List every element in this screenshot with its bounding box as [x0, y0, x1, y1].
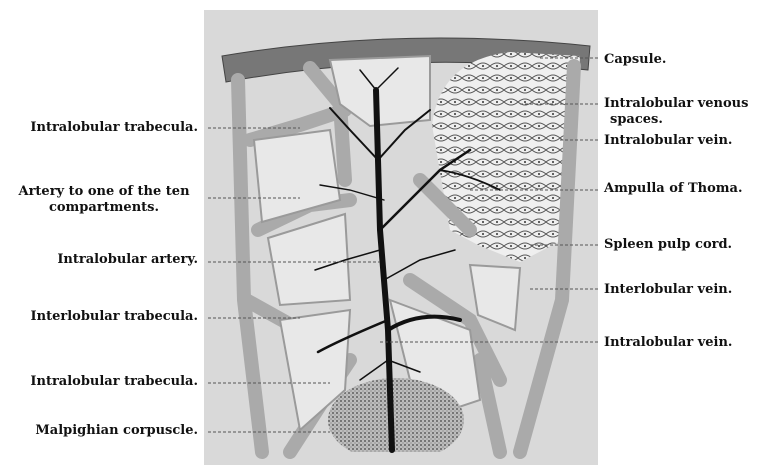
label-artery-compartments-line1: Artery to one of the ten — [4, 184, 204, 199]
label-malpighian-corpuscle: Malpighian corpuscle. — [35, 423, 198, 438]
label-interlobular-trabecula: Interlobular trabecula. — [31, 309, 198, 324]
label-artery-compartments-line2: compartments. — [4, 200, 204, 215]
label-interlobular-vein: Interlobular vein. — [604, 282, 732, 297]
label-intralobular-venous-spaces-line2: spaces. — [610, 112, 663, 127]
label-intralobular-venous-spaces-line1: Intralobular venous — [604, 96, 748, 111]
malpighian-corpuscle-stipple — [328, 378, 464, 462]
label-intralobular-trabecula-upper: Intralobular trabecula. — [30, 120, 198, 135]
label-capsule: Capsule. — [604, 52, 666, 67]
venous-spaces-mesh — [432, 52, 580, 262]
label-ampulla-of-thoma: Ampulla of Thoma. — [604, 181, 743, 196]
corpuscle-cutoff — [320, 452, 470, 465]
label-intralobular-vein-lower: Intralobular vein. — [604, 335, 732, 350]
label-spleen-pulp-cord: Spleen pulp cord. — [604, 237, 732, 252]
label-intralobular-artery: Intralobular artery. — [57, 252, 198, 267]
label-intralobular-trabecula-lower: Intralobular trabecula. — [30, 374, 198, 389]
label-intralobular-vein-upper: Intralobular vein. — [604, 133, 732, 148]
